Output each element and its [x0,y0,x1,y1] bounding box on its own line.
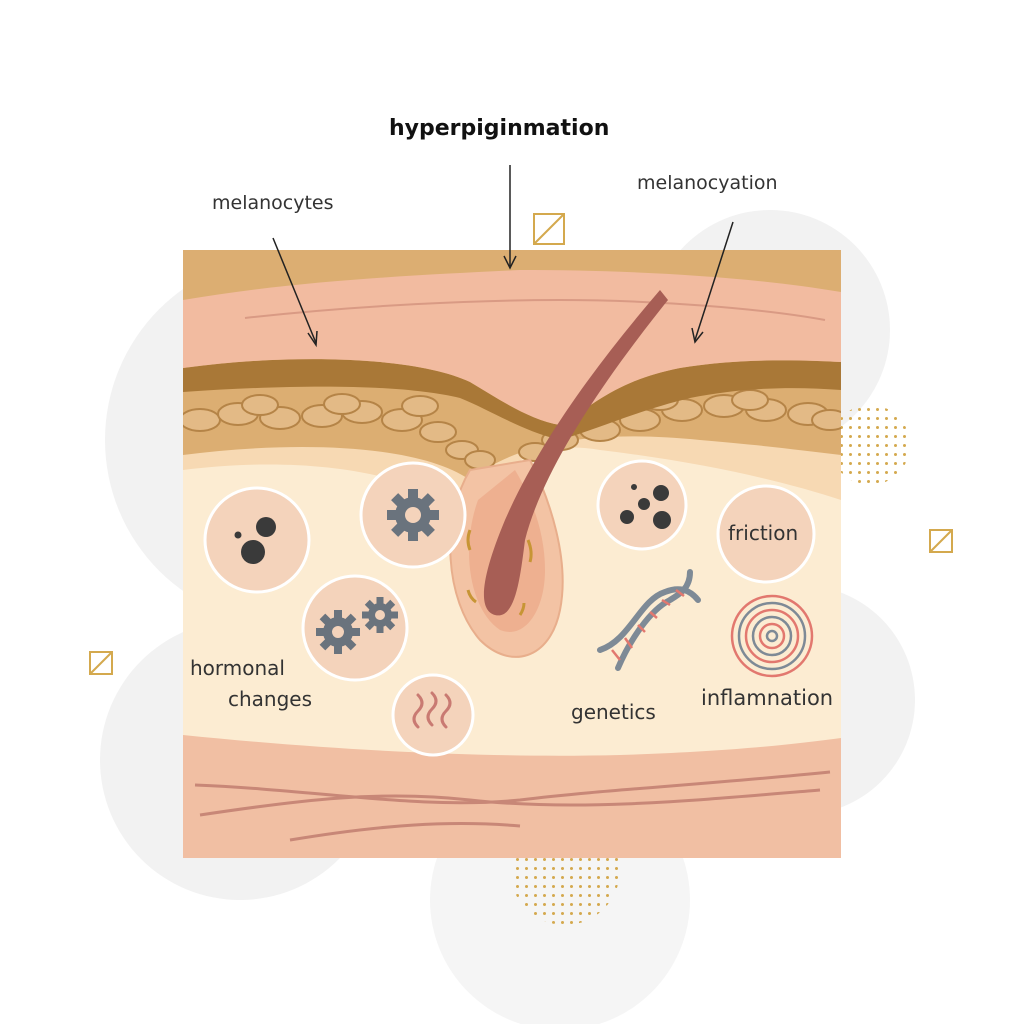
melanin-dots-icon-right [596,459,688,551]
pigment-band [183,359,841,440]
pointer-arrows [272,165,734,348]
label-friction: friction [728,521,799,545]
spiral-icon [730,594,814,678]
label-melanocyation: melanocyation [637,172,778,194]
label-hormonal: hormonal [190,656,285,680]
label-melanocytes: melanocytes [212,192,334,214]
hair-shaft [483,290,668,616]
label-inflammation: inflamnation [701,686,834,710]
label-changes: changes [228,687,313,711]
dot-pattern-decoration [830,405,910,485]
melanin-dots-icon [203,486,311,594]
dna-icon [597,569,701,671]
square-decorations [89,213,953,675]
subcutaneous-layer [183,735,841,858]
label-genetics: genetics [571,700,656,724]
double-gear-icon [301,574,409,682]
wavy-lines-icon [391,673,475,757]
friction-circle [716,484,816,584]
diagram-title: hyperpiginmation [389,116,610,141]
gear-icon [359,461,467,569]
